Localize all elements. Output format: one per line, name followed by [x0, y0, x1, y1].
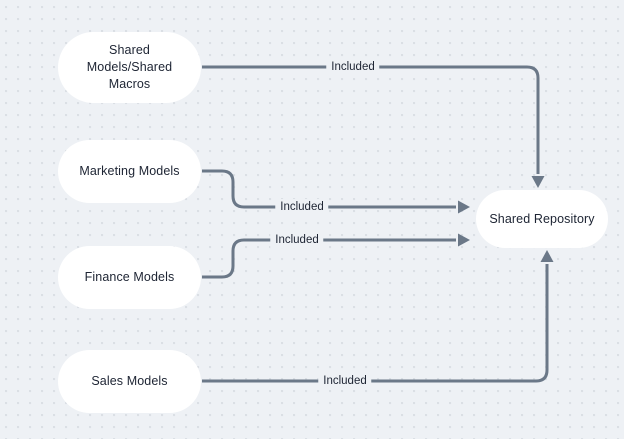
edge-path — [202, 65, 540, 174]
edge-label-sales-models: Included — [318, 373, 372, 389]
node-label: Shared Models/Shared Macros — [86, 43, 173, 91]
node-label: Sales Models — [91, 374, 168, 388]
edge-label-finance-models: Included — [270, 232, 324, 248]
node-marketing-models[interactable]: Marketing Models — [58, 140, 201, 203]
arrowhead-icon — [458, 200, 470, 214]
edge-path — [202, 169, 456, 209]
node-finance-models[interactable]: Finance Models — [58, 246, 201, 309]
node-label: Marketing Models — [79, 164, 180, 178]
edge-path — [202, 238, 456, 279]
edge-label-marketing-models: Included — [275, 199, 329, 215]
arrowhead-icon — [458, 233, 470, 247]
node-label: Shared Repository — [489, 211, 595, 226]
node-sales-models[interactable]: Sales Models — [58, 350, 201, 413]
arrowhead-icon — [540, 250, 554, 262]
node-shared-models[interactable]: Shared Models/Shared Macros — [58, 32, 201, 103]
node-label: Finance Models — [84, 270, 175, 284]
edge-label-shared-models: Included — [326, 59, 380, 75]
arrowhead-icon — [531, 176, 545, 188]
node-shared-repository[interactable]: Shared Repository — [476, 190, 608, 248]
edge-path — [202, 264, 549, 383]
